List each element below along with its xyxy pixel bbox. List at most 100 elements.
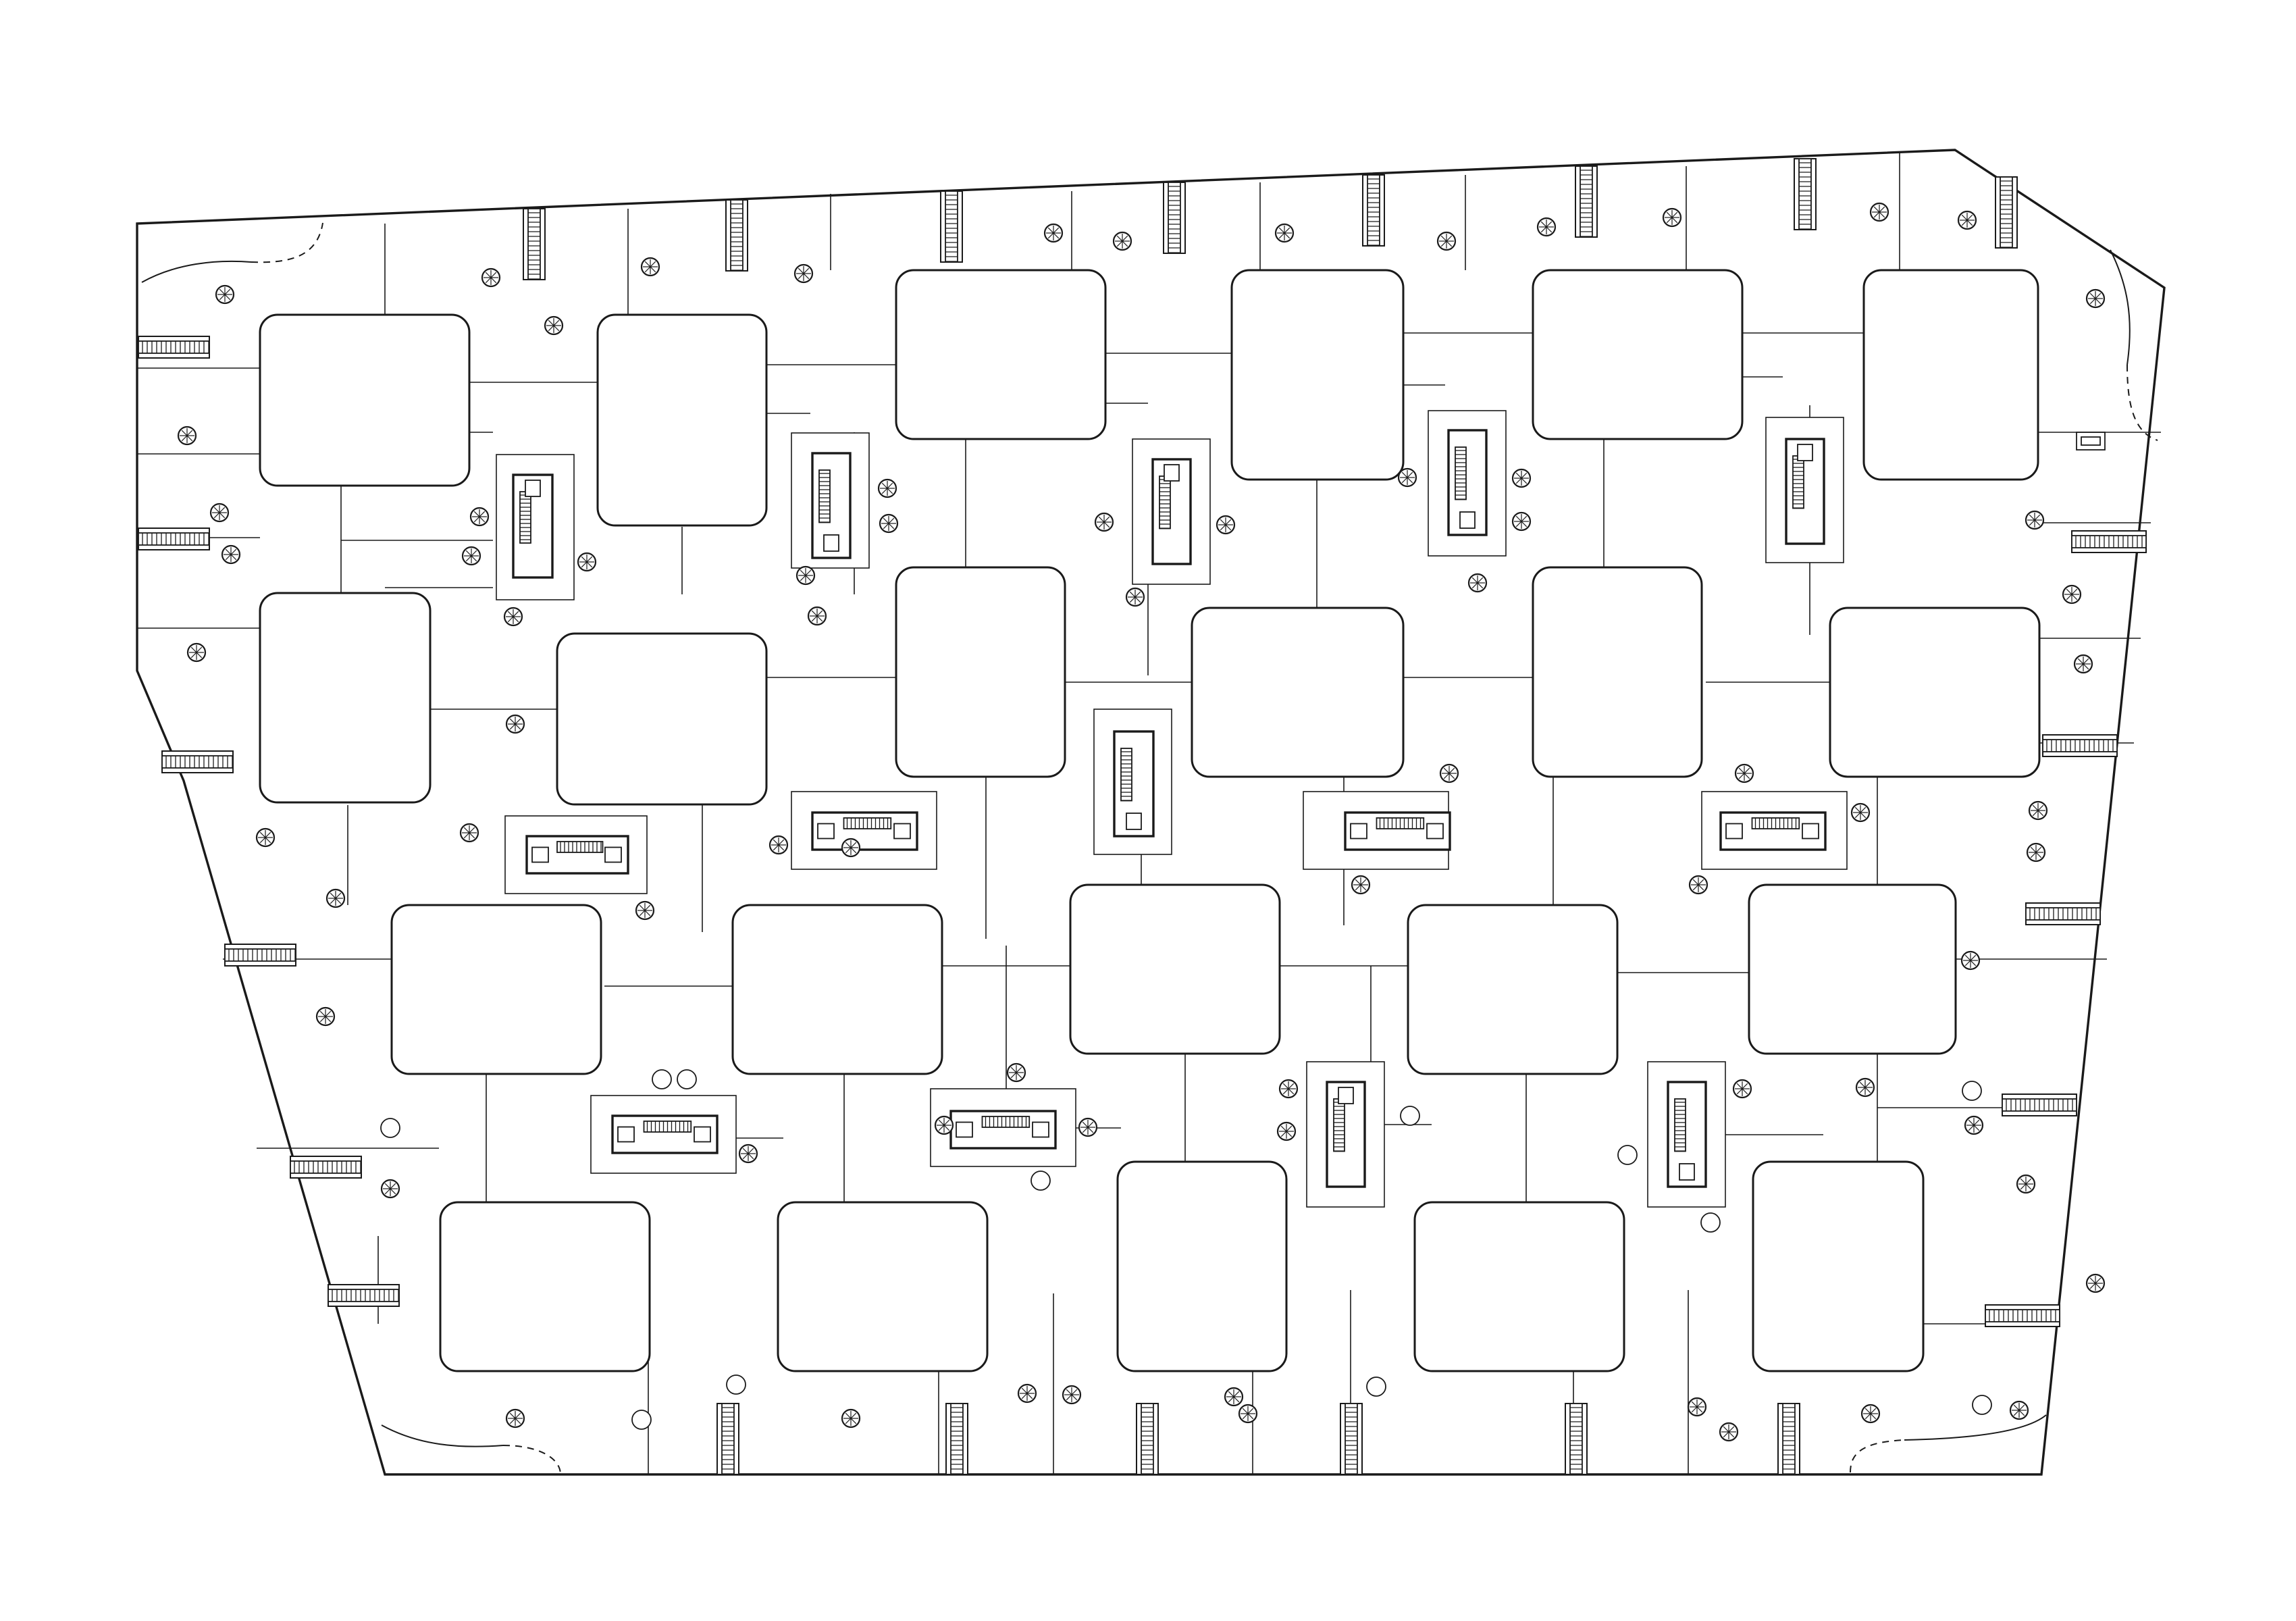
staircase-icon: [1777, 1403, 1800, 1475]
tree-branch: [2035, 852, 2042, 858]
service-core: [1303, 791, 1451, 870]
tree-branch: [1129, 591, 1136, 598]
core-room: [1350, 823, 1367, 840]
corner-paths: [141, 222, 2158, 1475]
tree-branch: [1282, 1083, 1289, 1089]
tree-icon: [1224, 1387, 1244, 1407]
tree-branch: [1355, 884, 1361, 891]
tree-branch: [586, 561, 593, 568]
tree-icon: [1125, 587, 1145, 607]
tree-branch: [1968, 1125, 1975, 1131]
stair-flight: [224, 948, 296, 962]
tree-branch: [581, 561, 588, 568]
tree-branch: [2029, 519, 2035, 526]
tree-icon: [1439, 763, 1459, 783]
tree-branch: [1691, 1401, 1698, 1408]
tree-branch: [390, 1183, 396, 1189]
core-room: [1679, 1163, 1695, 1181]
tree-icon: [1511, 511, 1532, 532]
tree-icon: [1436, 231, 1457, 251]
tree-branch: [778, 844, 785, 851]
tree-icon: [209, 503, 230, 523]
tree-branch: [2025, 1178, 2032, 1185]
stair-flight: [290, 1160, 362, 1174]
tree-branch: [479, 511, 486, 517]
staircase-icon: [945, 1403, 968, 1475]
staircase-icon: [523, 208, 546, 280]
tree-icon: [1511, 468, 1532, 488]
tree-branch: [1738, 773, 1745, 779]
service-cores: [496, 410, 1848, 1208]
tree-branch: [1225, 524, 1232, 531]
staircase-icon: [290, 1156, 362, 1179]
tree-branch: [1873, 211, 1880, 218]
tree-branch: [1129, 596, 1136, 603]
tree-branch: [515, 723, 521, 730]
tree-branch: [2071, 588, 2078, 595]
tree-branch: [1021, 1393, 1028, 1399]
tree-branch: [2077, 663, 2084, 670]
tree-branch: [1973, 1125, 1980, 1131]
tree-branch: [490, 272, 497, 278]
tree-branch: [1521, 515, 1528, 522]
tree-branch: [742, 1148, 749, 1154]
stair-flight: [1569, 1403, 1583, 1475]
tree-branch: [513, 616, 519, 623]
tree-branch: [1870, 1413, 1877, 1420]
tree-branch: [213, 507, 220, 513]
tree-branch: [1280, 1125, 1287, 1132]
tree-branch: [219, 288, 226, 295]
tree-branch: [1134, 596, 1141, 603]
garden-path-dashed: [1850, 1439, 1905, 1473]
tree-branch: [1284, 232, 1290, 239]
tree-branch: [1401, 471, 1408, 478]
tree-branch: [1247, 1413, 1254, 1420]
tree-branch: [509, 723, 516, 730]
tree-branch: [1116, 235, 1123, 242]
tree-branch: [325, 1010, 332, 1017]
tree-branch: [1284, 227, 1290, 234]
tree-branch: [1225, 519, 1232, 525]
tree-icon: [1687, 1397, 1707, 1417]
garden-path: [141, 260, 252, 283]
service-core: [791, 791, 937, 870]
tree-branch: [1053, 232, 1060, 239]
tree-icon: [469, 507, 490, 527]
tree-branch: [1360, 879, 1367, 885]
tree-branch: [507, 611, 514, 617]
tree-branch: [219, 507, 226, 513]
tree-branch: [2089, 298, 2096, 305]
stair-flight: [730, 199, 743, 272]
tree-icon: [461, 546, 481, 566]
tree-branch: [1696, 1406, 1703, 1413]
tree-branch: [469, 832, 475, 839]
staircase-icon: [556, 841, 604, 853]
tree-branch: [1407, 477, 1413, 484]
site-boundary: [136, 149, 2166, 1476]
tree-icon: [255, 827, 276, 848]
core-room: [1802, 823, 1819, 840]
staircase-icon: [1362, 174, 1385, 247]
tree-icon: [459, 823, 479, 843]
tree-branch: [1278, 232, 1285, 239]
tree-icon: [1688, 875, 1708, 895]
tree-icon: [879, 513, 899, 534]
tree-branch: [1401, 477, 1408, 484]
garden-path-dashed: [251, 222, 323, 263]
service-core: [496, 454, 575, 600]
tree-branch: [225, 554, 232, 561]
tree-icon: [1869, 202, 1889, 222]
tree-branch: [1122, 235, 1128, 242]
staircase-icon: [1985, 1304, 2060, 1327]
tree-branch: [1440, 240, 1447, 247]
core-room: [956, 1121, 973, 1138]
tree-icon: [1043, 223, 1064, 243]
building-pod: [390, 904, 602, 1075]
tree-branch: [548, 319, 554, 326]
tree-branch: [1233, 1391, 1240, 1397]
tree-branch: [1864, 1413, 1871, 1420]
tree-branch: [224, 294, 231, 301]
tree-branch: [816, 610, 823, 617]
tree-branch: [473, 511, 480, 517]
stair-flight: [950, 1403, 964, 1475]
